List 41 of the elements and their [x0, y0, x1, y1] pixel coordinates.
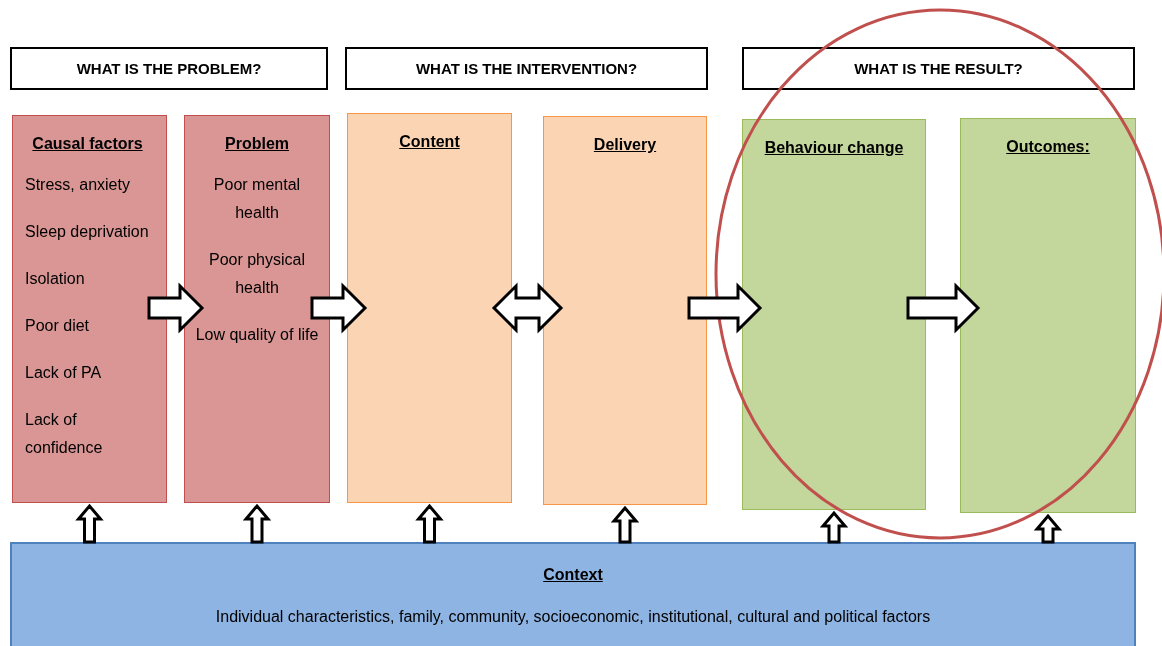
header-box	[10, 47, 328, 90]
column-heading: Delivery	[592, 135, 658, 155]
list-item: Isolation	[25, 269, 86, 289]
list-item: Poor physical health	[207, 250, 306, 298]
header-title: WHAT IS THE RESULT?	[854, 60, 1023, 77]
header-title: WHAT IS THE INTERVENTION?	[415, 60, 638, 77]
list-item: Poor mental health	[212, 175, 302, 223]
list-item: Poor diet	[25, 316, 91, 336]
column-heading: Context	[542, 566, 604, 584]
block-arrow	[906, 282, 981, 334]
block-arrow	[147, 282, 205, 334]
header-title: WHAT IS THE PROBLEM?	[76, 60, 262, 77]
list-item: Lack of PA	[25, 363, 103, 383]
list-item: Sleep deprivation	[25, 222, 150, 242]
context-band	[10, 542, 1136, 646]
column-heading: Causal factors	[31, 134, 144, 154]
list-item: Lack of confidence	[25, 410, 104, 458]
block-arrow	[491, 282, 564, 334]
column-heading: Behaviour change	[763, 138, 905, 158]
block-arrow	[75, 503, 104, 544]
block-arrow	[242, 503, 272, 544]
column-heading: Outcomes:	[1005, 137, 1091, 157]
header-box	[742, 47, 1135, 90]
block-arrow	[1033, 513, 1063, 544]
column-box	[543, 116, 707, 505]
block-arrow	[310, 282, 368, 334]
column-box	[960, 118, 1136, 513]
column-heading: Problem	[224, 134, 290, 154]
column-box	[742, 119, 926, 510]
column-heading: Content	[398, 132, 461, 152]
column-box	[347, 113, 512, 503]
block-arrow	[610, 505, 640, 544]
list-item: Stress, anxiety	[25, 175, 131, 195]
column-box	[12, 115, 167, 503]
context-description: Individual characteristics, family, community, socioeconomic, institutional, cultural and political factors	[214, 608, 932, 626]
block-arrow	[687, 282, 763, 334]
block-arrow	[819, 510, 849, 544]
block-arrow	[415, 503, 444, 544]
list-item: Low quality of life	[194, 325, 320, 345]
column-box	[184, 115, 330, 503]
header-box	[345, 47, 708, 90]
